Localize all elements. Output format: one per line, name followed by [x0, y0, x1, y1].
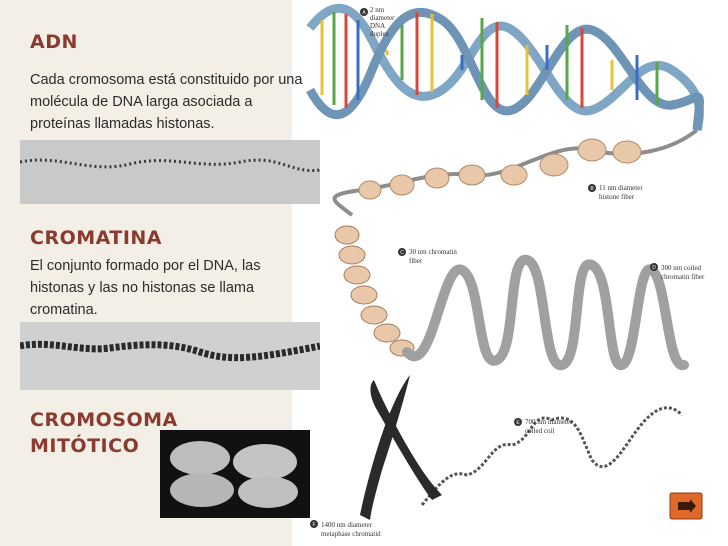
- chromatin-levels-illustration: A 2 nm diameter DNA duplex B 11 nm diame…: [306, 3, 705, 538]
- svg-text:D: D: [652, 265, 656, 271]
- dna-double-helix: [306, 3, 704, 132]
- cromatina-line-1: El conjunto formado por el DNA, las: [30, 258, 261, 274]
- svg-text:histone fiber: histone fiber: [599, 193, 635, 201]
- histone-fiber: [332, 128, 699, 217]
- svg-text:11 nm diameter: 11 nm diameter: [599, 184, 643, 192]
- svg-text:700 nm diameter: 700 nm diameter: [525, 418, 573, 426]
- heading-mitotico: MITÓTICO: [30, 435, 140, 457]
- svg-text:fiber: fiber: [409, 257, 423, 265]
- adn-line-2: molécula de DNA larga asociada a: [30, 94, 253, 110]
- svg-text:chromatin fiber: chromatin fiber: [661, 273, 705, 281]
- svg-text:B: B: [590, 186, 594, 192]
- coiled-coil: [420, 406, 684, 506]
- cromatina-line-2: histonas y las no histonas se llama: [30, 280, 255, 296]
- solenoid-fiber: [334, 225, 415, 357]
- heading-adn: ADN: [30, 31, 78, 53]
- svg-text:30 nm chromatin: 30 nm chromatin: [409, 248, 457, 256]
- svg-text:F: F: [312, 522, 315, 528]
- adn-line-1: Cada cromosoma está constituido por una: [30, 72, 303, 88]
- label-a: A 2 nm diameter DNA duplex: [360, 6, 395, 38]
- svg-text:metaphase chromatid: metaphase chromatid: [321, 530, 381, 538]
- label-c: C 30 nm chromatin fiber: [398, 248, 457, 265]
- label-e: E 700 nm diameter coiled coil: [514, 418, 573, 435]
- label-d: D 300 nm coiled chromatin fiber: [650, 263, 705, 281]
- metaphase-chromosome: [360, 375, 442, 520]
- label-f: F 1400 nm diameter metaphase chromatid: [310, 520, 381, 538]
- svg-text:diameter: diameter: [370, 14, 395, 22]
- coiled-chromatin-fiber: [402, 255, 689, 370]
- heading-cromosoma: CROMOSOMA: [30, 409, 178, 431]
- svg-text:A: A: [362, 10, 366, 16]
- next-slide-icon: [669, 492, 703, 520]
- svg-text:E: E: [516, 420, 520, 426]
- label-b: B 11 nm diameter histone fiber: [588, 184, 643, 201]
- svg-text:duplex: duplex: [370, 30, 390, 38]
- chromatin-micrograph: [20, 322, 320, 390]
- adn-line-3: proteínas llamadas histonas.: [30, 116, 215, 132]
- svg-text:C: C: [400, 250, 404, 256]
- svg-text:coiled coil: coiled coil: [525, 427, 554, 435]
- svg-text:300 nm coiled: 300 nm coiled: [661, 264, 702, 272]
- mitotic-chromosome-micrograph: [160, 430, 310, 518]
- next-slide-button[interactable]: [669, 492, 703, 520]
- svg-text:DNA: DNA: [370, 22, 385, 30]
- cromatina-line-3: cromatina.: [30, 302, 98, 318]
- heading-cromatina: CROMATINA: [30, 227, 162, 249]
- svg-text:1400 nm diameter: 1400 nm diameter: [321, 521, 373, 529]
- chromatin-structure-diagram: A 2 nm diameter DNA duplex B 11 nm diame…: [292, 0, 728, 546]
- svg-text:2 nm: 2 nm: [370, 6, 385, 14]
- dna-micrograph: [20, 140, 320, 204]
